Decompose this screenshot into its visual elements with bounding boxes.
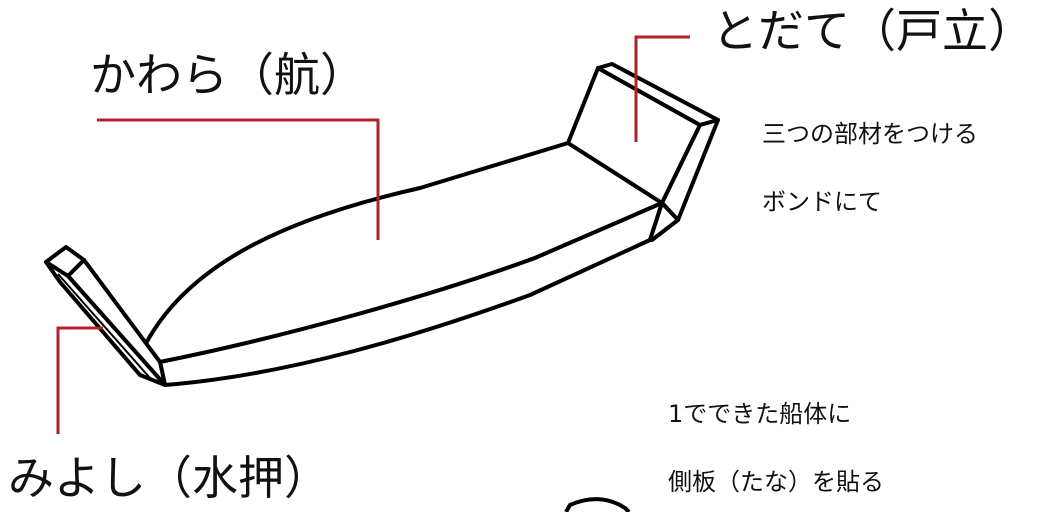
miyoshi-leader-line bbox=[56, 326, 103, 434]
kawara-leader-line bbox=[97, 118, 380, 240]
kawara-label: かわら（航） bbox=[90, 48, 366, 102]
todate-label: とだて（戸立） bbox=[712, 4, 1034, 58]
stern-board-lower-edge bbox=[648, 201, 680, 242]
note-line-2: ボンドにて bbox=[762, 188, 882, 216]
note-line-1: 三つの部材をつける bbox=[762, 120, 978, 148]
bow-post-grain bbox=[57, 273, 151, 379]
note-line-4: 側板（たな）を貼る bbox=[668, 468, 884, 496]
note-line-3: 1でできた船体に bbox=[668, 400, 852, 428]
bow-post-drawing bbox=[44, 245, 167, 387]
stern-board-drawing bbox=[566, 62, 720, 242]
hull-drawing bbox=[136, 141, 664, 387]
miyoshi-label: みよし（水押） bbox=[8, 451, 330, 505]
leader-lines bbox=[56, 35, 690, 434]
next-step-arrow-fragment bbox=[564, 497, 631, 512]
todate-leader-line bbox=[634, 35, 690, 142]
